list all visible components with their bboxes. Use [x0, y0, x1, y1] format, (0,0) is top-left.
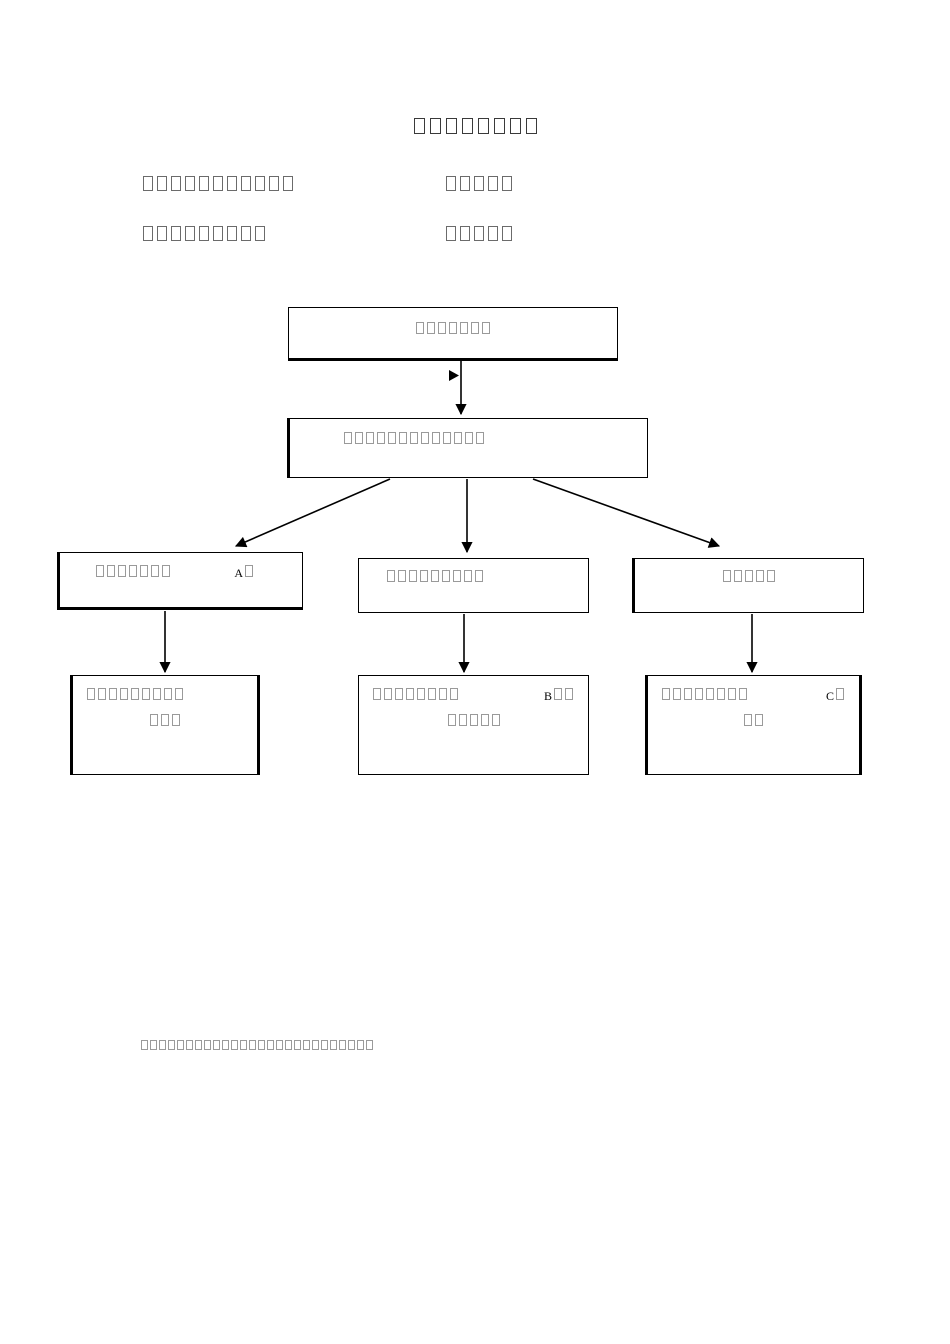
outcome-a-node	[70, 675, 260, 775]
scope-node	[287, 418, 648, 478]
branch-b-node-label	[359, 570, 588, 586]
outcome-c-node: C	[645, 675, 862, 775]
branch-a-node-label: A	[94, 565, 254, 581]
branch-c-node-label	[635, 570, 863, 586]
meta-signature-label	[444, 176, 514, 196]
edge-scope-to-a	[234, 478, 391, 548]
branch-a-node: A	[57, 552, 303, 610]
meta-review-label	[444, 226, 514, 246]
outcome-a-node-line-2	[73, 714, 257, 730]
edge-start-to-scope	[449, 361, 467, 416]
footer-note	[140, 1040, 374, 1053]
scope-node-label	[290, 432, 647, 448]
outcome-b-node: B	[358, 675, 589, 775]
outcome-b-node-line-1: B	[371, 688, 574, 704]
edge-scope-to-c	[532, 478, 721, 548]
meta-date-label	[141, 226, 267, 246]
start-node-label	[289, 322, 617, 338]
outcome-b-node-line-2	[359, 714, 588, 730]
meta-department-label	[141, 176, 295, 196]
outcome-a-node-line-1	[85, 688, 243, 704]
branch-c-node	[632, 558, 864, 613]
outcome-c-node-line-1: C	[660, 688, 845, 704]
start-node	[288, 307, 618, 361]
branch-b-node	[358, 558, 589, 613]
page-title	[0, 118, 950, 140]
outcome-c-node-line-2	[648, 714, 859, 730]
